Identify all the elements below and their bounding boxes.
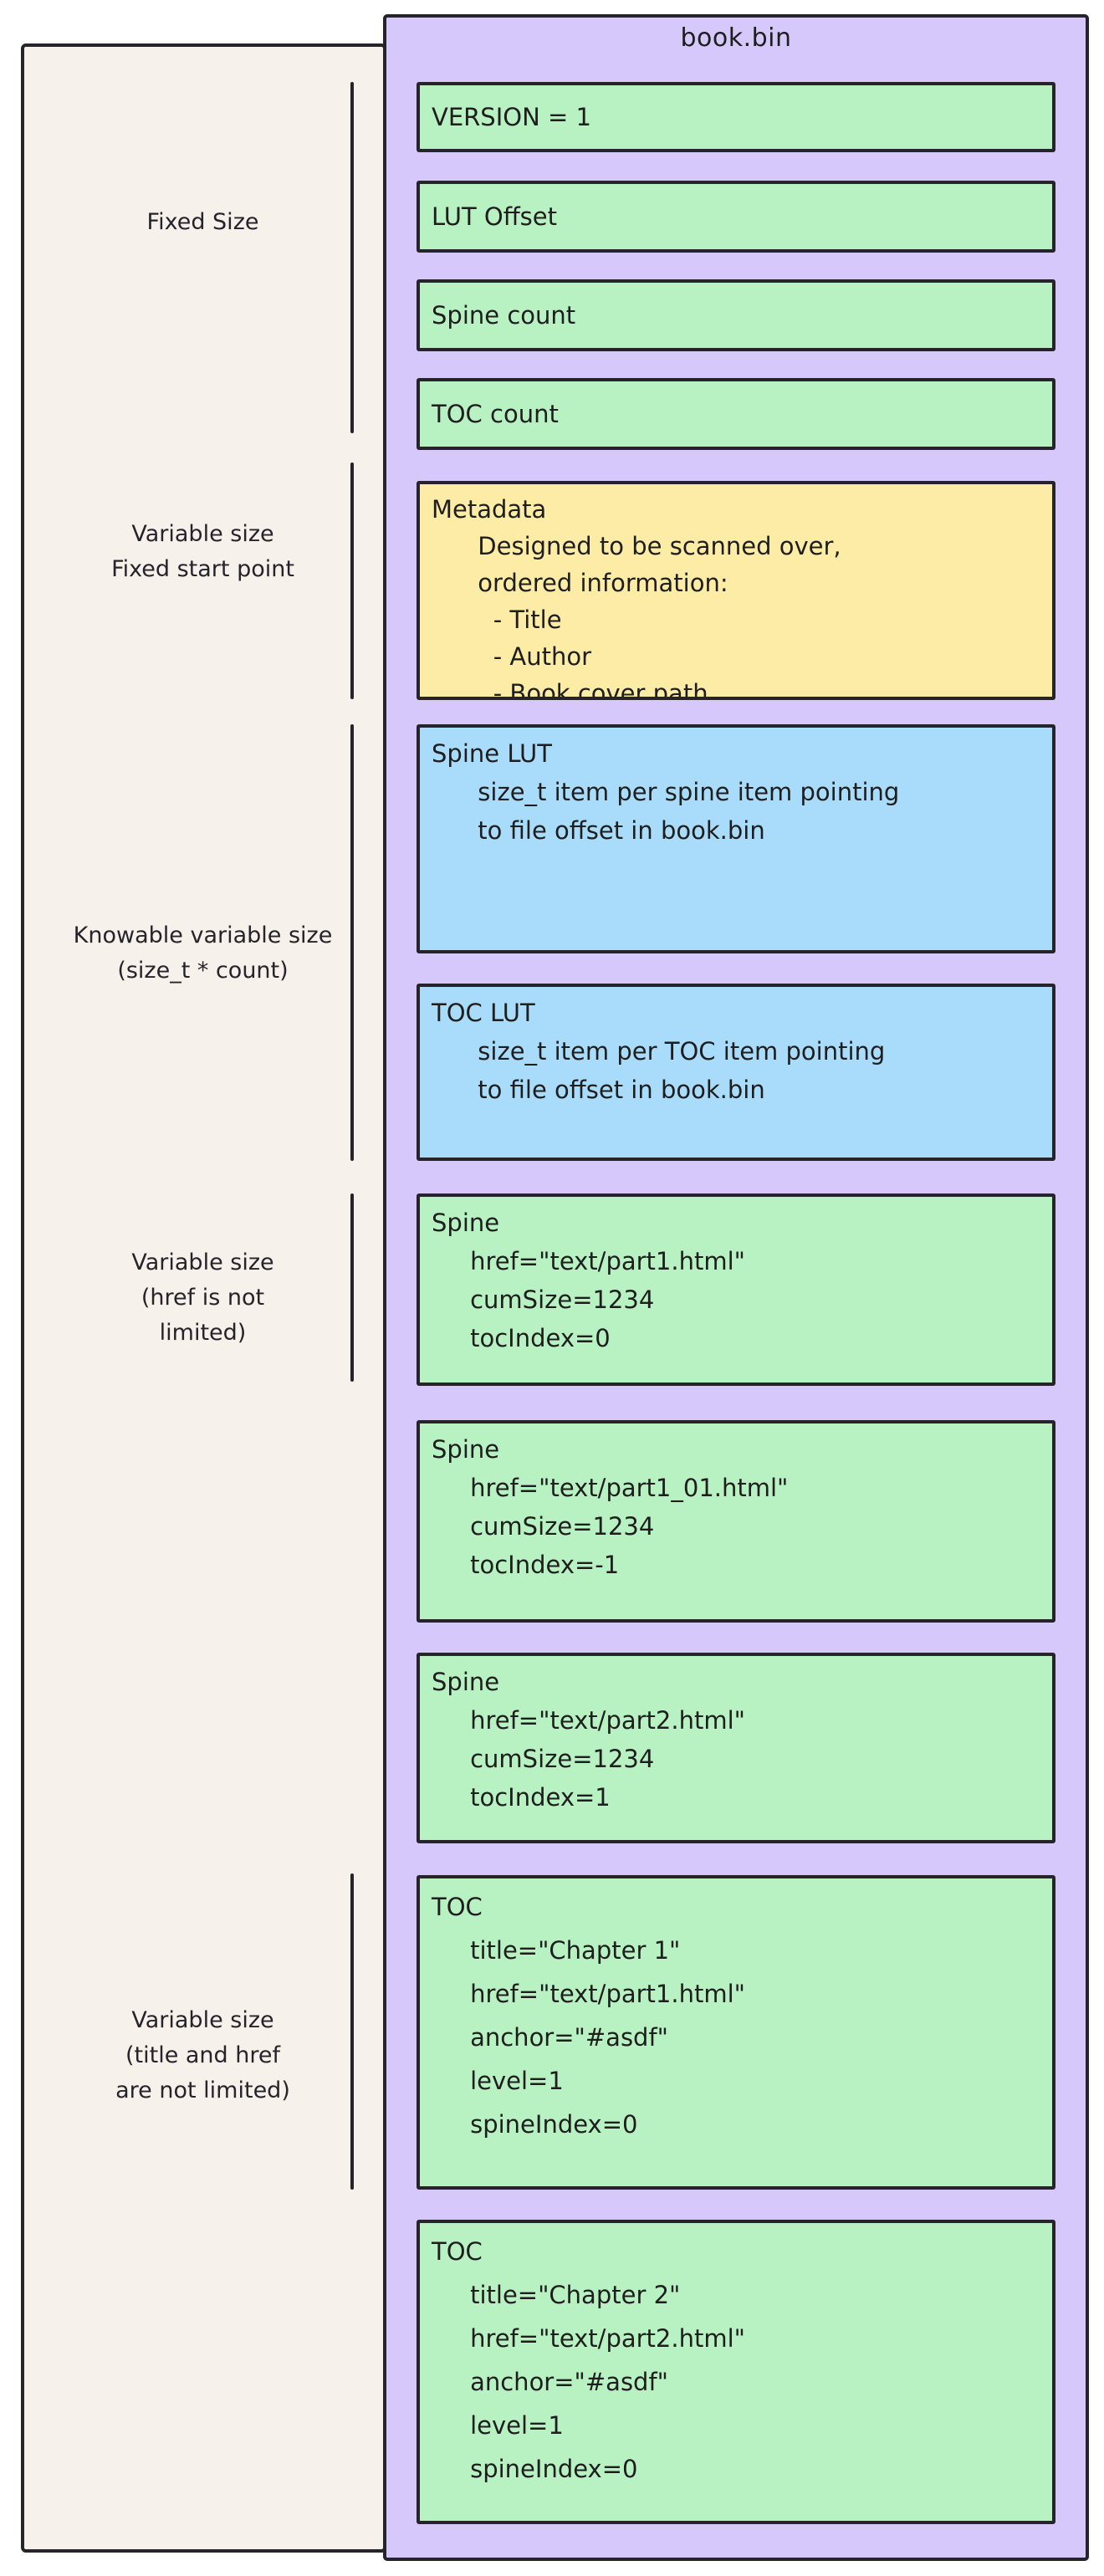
struct-field-line: href="text/part1.html" (432, 1247, 745, 1275)
struct-field-line: href="text/part2.html" (432, 1706, 745, 1735)
section-bracket (350, 724, 354, 1161)
label-knowable-variable-size: Knowable variable size (size_t * count) (46, 918, 360, 989)
box-toc-1: TOC title="Chapter 1" href="text/part1.h… (417, 1875, 1055, 2190)
struct-field-line: cumSize=1234 (432, 1512, 655, 1541)
section-bracket (350, 1873, 354, 2190)
struct-field-line: Designed to be scanned over, (432, 532, 841, 560)
struct-field-line: level=1 (432, 2411, 564, 2440)
struct-field-line: cumSize=1234 (432, 1745, 655, 1773)
struct-field-line: tocIndex=0 (432, 1324, 611, 1352)
side-label-line: Variable size (131, 1250, 274, 1275)
struct-field-line: Spine LUT (432, 739, 552, 768)
struct-field-line: TOC LUT (432, 999, 535, 1027)
struct-field-line: anchor="#asdf" (432, 2368, 669, 2396)
struct-field-line: to file offset in book.bin (432, 816, 765, 845)
side-label-line: Fixed Size (146, 209, 259, 235)
struct-field-line: tocIndex=-1 (432, 1551, 620, 1579)
label-fixed-size: Fixed Size (46, 205, 360, 240)
struct-field-line: Metadata (432, 495, 547, 524)
side-label-line: Variable size (131, 521, 274, 547)
box-spine-1: Spine href="text/part1.html" cumSize=123… (417, 1193, 1055, 1386)
struct-field-line: Spine count (432, 300, 576, 330)
box-spine-2: Spine href="text/part1_01.html" cumSize=… (417, 1420, 1055, 1623)
box-toc-count: TOC count (417, 378, 1055, 450)
struct-field-line: TOC count (432, 399, 559, 428)
struct-field-line: TOC (432, 1893, 483, 1921)
struct-field-line: title="Chapter 1" (432, 1936, 681, 1965)
struct-field-line: LUT Offset (432, 202, 557, 231)
box-spine-count: Spine count (417, 279, 1055, 351)
struct-field-line: anchor="#asdf" (432, 2023, 669, 2052)
section-bracket (350, 82, 354, 433)
struct-field-line: tocIndex=1 (432, 1783, 611, 1812)
box-metadata: Metadata Designed to be scanned over, or… (417, 481, 1055, 700)
struct-field-line: Spine (432, 1668, 500, 1696)
side-label-line: Knowable variable size (73, 923, 333, 948)
section-bracket (350, 463, 354, 699)
struct-field-line: size_t item per spine item pointing (432, 778, 900, 806)
size-annotation-panel (21, 43, 386, 2553)
label-variable-size-href: Variable size (href is not limited) (46, 1245, 360, 1351)
box-lut-offset: LUT Offset (417, 181, 1055, 253)
side-label-line: (size_t * count) (117, 958, 289, 984)
box-spine-3: Spine href="text/part2.html" cumSize=123… (417, 1653, 1055, 1843)
side-label-line: Fixed start point (111, 556, 294, 582)
side-label-line: are not limited) (115, 2078, 290, 2103)
label-variable-size-title-href: Variable size (title and href are not limi… (46, 2003, 360, 2108)
section-bracket (350, 1193, 354, 1382)
side-label-line: limited) (159, 1320, 247, 1346)
struct-field-line: ordered information: (432, 569, 728, 597)
struct-field-line: Spine (432, 1209, 500, 1237)
struct-field-line: - Author (432, 642, 592, 671)
struct-field-line: - Book cover path (432, 679, 708, 700)
box-spine-lut: Spine LUT size_t item per spine item poi… (417, 724, 1055, 953)
struct-field-line: title="Chapter 2" (432, 2281, 681, 2309)
side-label-line: (href is not (141, 1285, 265, 1311)
struct-field-line: Spine (432, 1435, 500, 1464)
side-label-line: Variable size (131, 2007, 274, 2033)
box-toc-2: TOC title="Chapter 2" href="text/part2.h… (417, 2220, 1055, 2524)
struct-field-line: spineIndex=0 (432, 2110, 638, 2139)
struct-field-line: href="text/part2.html" (432, 2324, 745, 2353)
struct-field-line: VERSION = 1 (432, 102, 591, 131)
struct-field-line: TOC (432, 2237, 483, 2266)
side-label-line: (title and href (125, 2042, 281, 2068)
struct-field-line: size_t item per TOC item pointing (432, 1037, 886, 1066)
box-toc-lut: TOC LUT size_t item per TOC item pointin… (417, 984, 1055, 1161)
struct-field-line: href="text/part1_01.html" (432, 1474, 789, 1502)
struct-field-line: spineIndex=0 (432, 2455, 638, 2483)
struct-field-line: to file offset in book.bin (432, 1076, 765, 1104)
struct-field-line: cumSize=1234 (432, 1285, 655, 1314)
file-title: book.bin (680, 23, 792, 53)
box-version: VERSION = 1 (417, 82, 1055, 152)
struct-field-line: href="text/part1.html" (432, 1980, 745, 2008)
struct-field-line: - Title (432, 606, 562, 634)
struct-field-line: level=1 (432, 2067, 564, 2095)
